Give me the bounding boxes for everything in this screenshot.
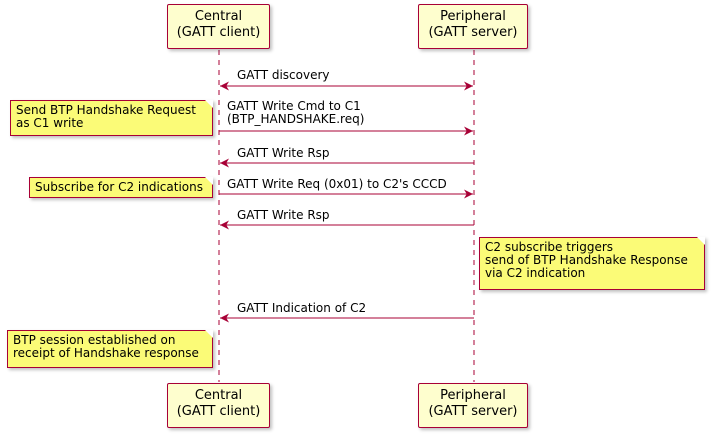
participant-name: Peripheral: [440, 9, 506, 24]
participant-role: (GATT client): [176, 25, 261, 40]
message-label-indication: GATT Indication of C2: [237, 301, 367, 315]
participant-peripheral-bottom: Peripheral (GATT server): [418, 383, 528, 428]
participant-central-bottom: Central (GATT client): [167, 383, 270, 428]
participant-role: (GATT client): [176, 404, 261, 419]
message-label-write-rsp-2: GATT Write Rsp: [237, 208, 330, 222]
note-line: receipt of Handshake response: [13, 346, 199, 360]
participant-name: Central: [194, 9, 243, 24]
participant-peripheral-top: Peripheral (GATT server): [418, 4, 528, 49]
message-line: (BTP_HANDSHAKE.req): [227, 112, 365, 126]
participant-central-top: Central (GATT client): [167, 4, 270, 49]
note-c2-subscribe: C2 subscribe triggers send of BTP Handsh…: [479, 237, 705, 290]
participant-name: Central: [194, 388, 243, 403]
note-line: Subscribe for C2 indications: [35, 180, 203, 194]
note-line: as C1 write: [16, 116, 84, 130]
note-line: Send BTP Handshake Request: [16, 103, 196, 117]
note-session-established: BTP session established on receipt of Ha…: [7, 330, 213, 368]
participant-role: (GATT server): [428, 25, 518, 40]
note-line: via C2 indication: [485, 266, 586, 280]
participant-role: (GATT server): [428, 404, 518, 419]
note-subscribe: Subscribe for C2 indications: [29, 177, 213, 198]
note-line: send of BTP Handshake Response: [485, 253, 688, 267]
note-handshake-request: Send BTP Handshake Request as C1 write: [10, 100, 213, 136]
participant-name: Peripheral: [440, 388, 506, 403]
note-line: C2 subscribe triggers: [485, 240, 614, 254]
message-label-write-cmd: GATT Write Cmd to C1 (BTP_HANDSHAKE.req): [227, 100, 364, 126]
message-line: GATT Write Cmd to C1: [227, 99, 361, 113]
message-label-discovery: GATT discovery: [237, 68, 330, 82]
note-line: BTP session established on: [13, 333, 176, 347]
message-label-write-req: GATT Write Req (0x01) to C2's CCCD: [227, 177, 447, 191]
message-label-write-rsp-1: GATT Write Rsp: [237, 146, 330, 160]
